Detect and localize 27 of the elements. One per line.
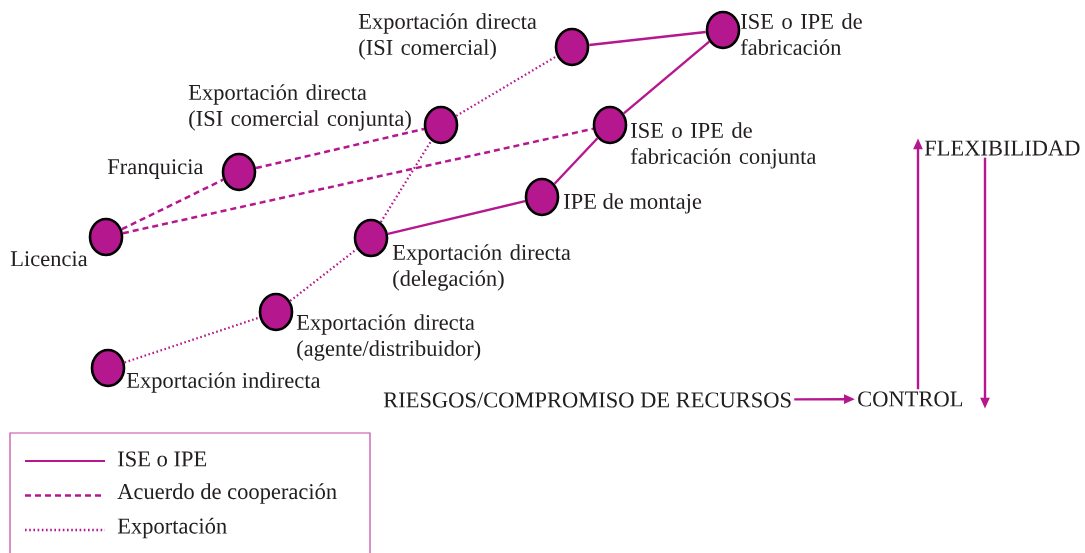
connector-line bbox=[589, 30, 706, 47]
connector-line bbox=[255, 127, 425, 170]
connector-line bbox=[124, 316, 260, 364]
legend-label: ISE o IPE bbox=[118, 451, 207, 467]
legend-label: Acuerdo de cooperación bbox=[117, 483, 337, 504]
node-label: ISE o IPE de fabricación conjunta bbox=[630, 122, 817, 169]
node-label: Exportación directa (agente/distribuidor) bbox=[296, 314, 481, 361]
text-label: FLEXIBILIDAD bbox=[924, 140, 1080, 156]
connector-line bbox=[455, 55, 558, 117]
legend-label: Exportación bbox=[117, 517, 227, 539]
connector-line bbox=[387, 199, 526, 236]
node-label: Exportación indirecta bbox=[126, 372, 321, 393]
node-label: Exportación directa (delegación) bbox=[392, 244, 571, 291]
connector-line bbox=[623, 40, 710, 115]
connector-line bbox=[122, 127, 594, 235]
connector-line bbox=[379, 140, 433, 223]
node-label: Licencia bbox=[10, 251, 88, 267]
node-label: Exportación directa (ISI comercial conjunta) bbox=[188, 84, 411, 131]
text-label: RIESGOS/COMPROMISO DE RECURSOS bbox=[383, 392, 791, 408]
connector-line bbox=[121, 178, 224, 231]
connector-line bbox=[289, 248, 358, 302]
node-label: Exportación directa (ISI comercial) bbox=[358, 13, 537, 60]
text-label: CONTROL bbox=[858, 391, 963, 407]
connector-line bbox=[553, 137, 599, 185]
node-label: Franquicia bbox=[107, 159, 204, 179]
node-label: IPE de montaje bbox=[564, 193, 702, 214]
node-label: ISE o IPE de fabricación bbox=[740, 13, 862, 56]
